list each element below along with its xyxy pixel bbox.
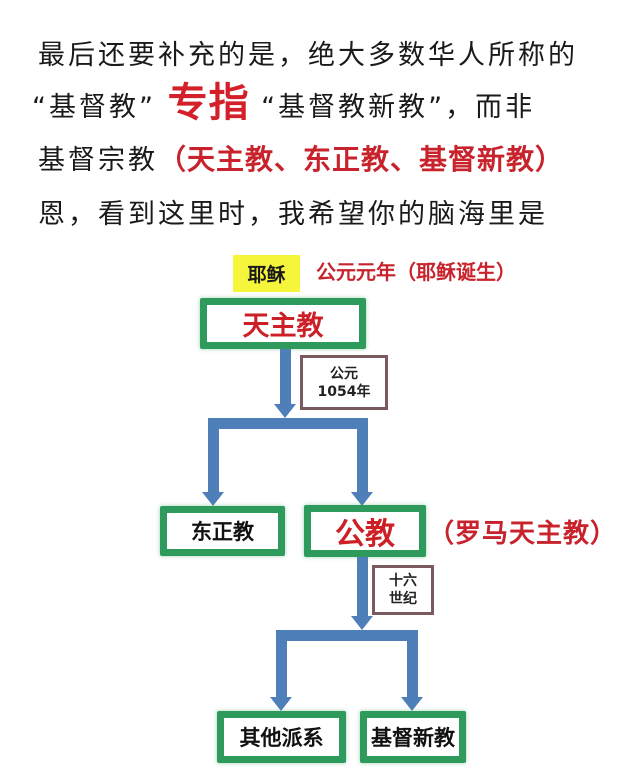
arrow-down-icon bbox=[351, 492, 373, 506]
connector-catholic-down bbox=[357, 557, 368, 619]
connector-split-2 bbox=[276, 630, 418, 641]
node-protestant: 基督新教 bbox=[360, 711, 466, 763]
origin-note: 公元元年（耶稣诞生） bbox=[316, 260, 516, 284]
connector-left-1 bbox=[208, 418, 219, 496]
origin-jesus-highlight: 耶稣 bbox=[233, 255, 300, 292]
arrow-down-icon bbox=[202, 492, 224, 506]
tag-16th-line2: 世纪 bbox=[389, 591, 417, 607]
connector-right-2 bbox=[407, 630, 418, 700]
tag-1054: 公元 1054年 bbox=[300, 355, 388, 410]
tag-1054-line1: 公元 bbox=[330, 365, 358, 382]
arrow-down-icon bbox=[351, 616, 373, 630]
intro-line-4: 恩，看到这里时，我希望你的脑海里是 bbox=[38, 197, 548, 233]
connector-right-1 bbox=[357, 418, 368, 496]
node-protestant-label: 基督新教 bbox=[371, 726, 455, 750]
emphasis-zhuanzhi: 专指 bbox=[167, 80, 250, 126]
intro-line-2: “基督教” 专指 “基督教新教”，而非 bbox=[32, 83, 536, 126]
intro-line-2-rest: “基督教新教”，而非 bbox=[261, 92, 536, 123]
connector-split-1 bbox=[208, 418, 368, 429]
intro-line-1-text: 最后还要补充的是，绝大多数华人所称的 bbox=[38, 40, 578, 71]
node-catholic-root-label: 天主教 bbox=[242, 311, 324, 342]
intro-line-3-red: （天主教、东正教、基督新教） bbox=[158, 143, 565, 176]
node-orthodox-label: 东正教 bbox=[191, 520, 254, 544]
tag-1054-line2: 1054年 bbox=[317, 383, 371, 400]
connector-root-down bbox=[280, 349, 291, 407]
connector-left-2 bbox=[276, 630, 287, 700]
intro-line-3: 基督宗教（天主教、东正教、基督新教） bbox=[38, 142, 564, 179]
node-catholic-church-label: 公教 bbox=[335, 517, 395, 552]
intro-line-3-text: 基督宗教 bbox=[38, 145, 158, 176]
node-catholic-church: 公教 bbox=[304, 505, 426, 557]
arrow-down-icon bbox=[274, 404, 296, 418]
roman-catholic-note: （罗马天主教） bbox=[428, 519, 618, 549]
tag-16th-line1: 十六 bbox=[389, 573, 417, 589]
intro-line-1: 最后还要补充的是，绝大多数华人所称的 bbox=[38, 38, 578, 74]
arrow-down-icon bbox=[270, 697, 292, 711]
arrow-down-icon bbox=[401, 697, 423, 711]
tag-16th-century: 十六 世纪 bbox=[372, 565, 434, 615]
node-other-sects-label: 其他派系 bbox=[239, 726, 324, 750]
node-orthodox: 东正教 bbox=[160, 506, 285, 556]
intro-line-4-text: 恩，看到这里时，我希望你的脑海里是 bbox=[38, 199, 548, 230]
node-other-sects: 其他派系 bbox=[217, 711, 346, 763]
node-catholic-root: 天主教 bbox=[200, 298, 366, 349]
origin-label: 耶稣 bbox=[247, 264, 286, 286]
intro-line-2-quote: “基督教” bbox=[32, 92, 156, 123]
